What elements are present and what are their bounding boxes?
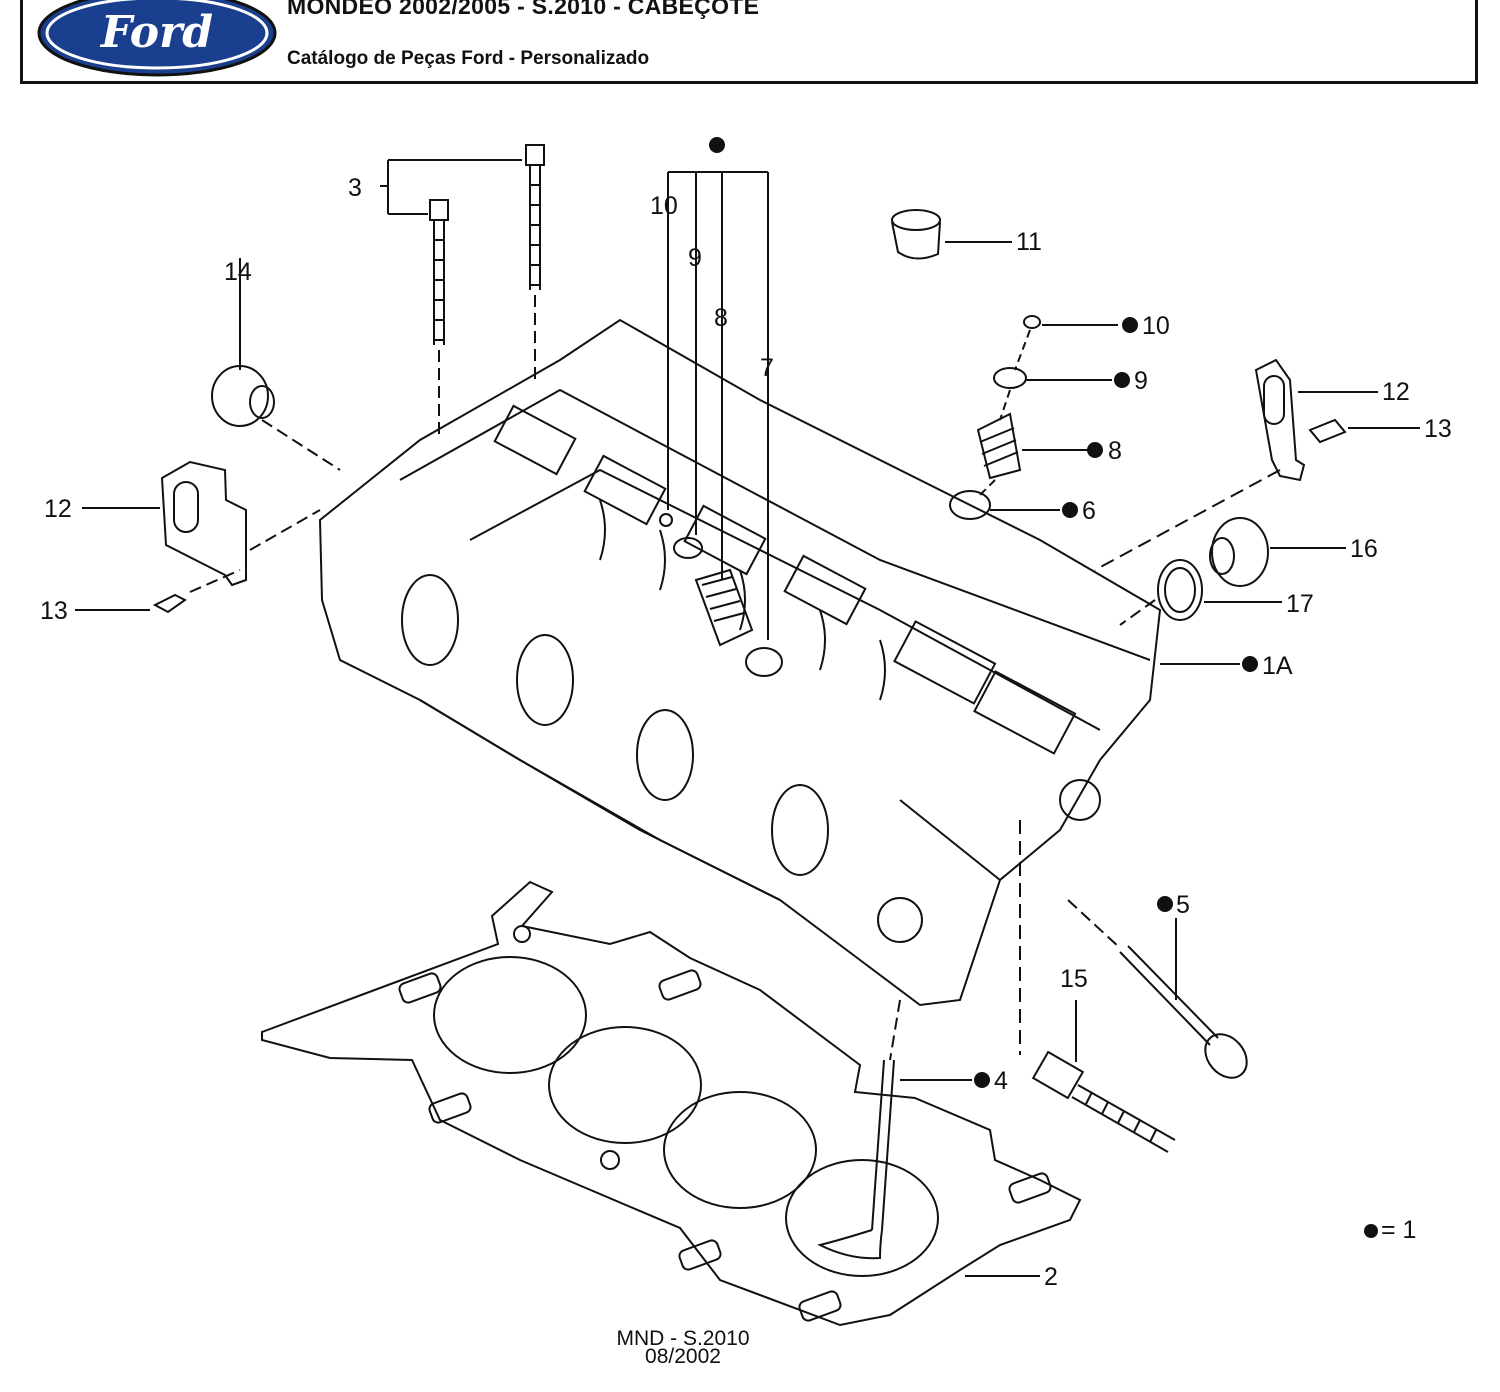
callout-8-center: 8 [714, 304, 728, 332]
exploded-parts-diagram: 3 10 9 8 7 11 14 10 9 8 6 12 13 12 13 16… [40, 137, 1452, 1327]
valve-5 [1067, 899, 1248, 1079]
catalog-header: Ford MONDEO 2002/2005 - S.2010 - CABEÇOT… [20, 0, 1478, 84]
diagram-code: MND - S.2010 08/2002 [598, 1327, 768, 1368]
legend-text: = 1 [1381, 1216, 1417, 1244]
page-title: MONDEO 2002/2005 - S.2010 - CABEÇOTE [287, 0, 760, 19]
valve-4 [817, 999, 972, 1260]
plug-14 [211, 258, 341, 471]
callout-2: 2 [1044, 1263, 1058, 1291]
callout-8-right: 8 [1108, 437, 1122, 465]
ford-logo: Ford [37, 0, 277, 77]
callout-4: 4 [994, 1067, 1008, 1095]
bracket-left [75, 460, 321, 614]
valve-components-right [949, 315, 1118, 520]
callout-13-left: 13 [40, 597, 68, 625]
callout-17: 17 [1286, 590, 1314, 618]
callout-12-right: 12 [1382, 378, 1410, 406]
legend-dot-icon [1364, 1224, 1378, 1239]
callout-9-center: 9 [688, 244, 702, 272]
page-subtitle: Catálogo de Peças Ford - Personalizado [287, 48, 650, 69]
callout-9-right: 9 [1134, 367, 1148, 395]
marker-dots [709, 137, 1258, 1088]
seal-ring-17 [1119, 559, 1282, 626]
callout-6: 6 [1082, 497, 1096, 525]
diagram-code-date: 08/2002 [645, 1345, 721, 1368]
callout-15: 15 [1060, 965, 1088, 993]
cylinder-head [318, 318, 1162, 1007]
ford-logo-text: Ford [99, 7, 213, 58]
valve-assembly-center [659, 171, 783, 677]
legend: = 1 [1364, 1216, 1416, 1245]
head-bolts [380, 144, 545, 440]
callout-16: 16 [1350, 535, 1378, 563]
callout-12-left: 12 [44, 495, 72, 523]
callout-10-right: 10 [1142, 312, 1170, 340]
callout-10-center: 10 [650, 192, 678, 220]
callout-5: 5 [1176, 891, 1190, 919]
callout-3: 3 [348, 174, 362, 202]
callout-7: 7 [760, 354, 774, 382]
stud-15 [1019, 820, 1176, 1153]
plug-16 [1209, 517, 1346, 587]
tappet-11 [891, 209, 1012, 260]
callout-13-right: 13 [1424, 415, 1452, 443]
bracket-right [1094, 358, 1420, 571]
diagram-code-number: MND - S.2010 [616, 1327, 750, 1350]
callout-1a: 1A [1262, 652, 1293, 680]
callout-11: 11 [1016, 228, 1042, 256]
head-gasket [261, 880, 1082, 1327]
callout-14: 14 [224, 258, 252, 286]
